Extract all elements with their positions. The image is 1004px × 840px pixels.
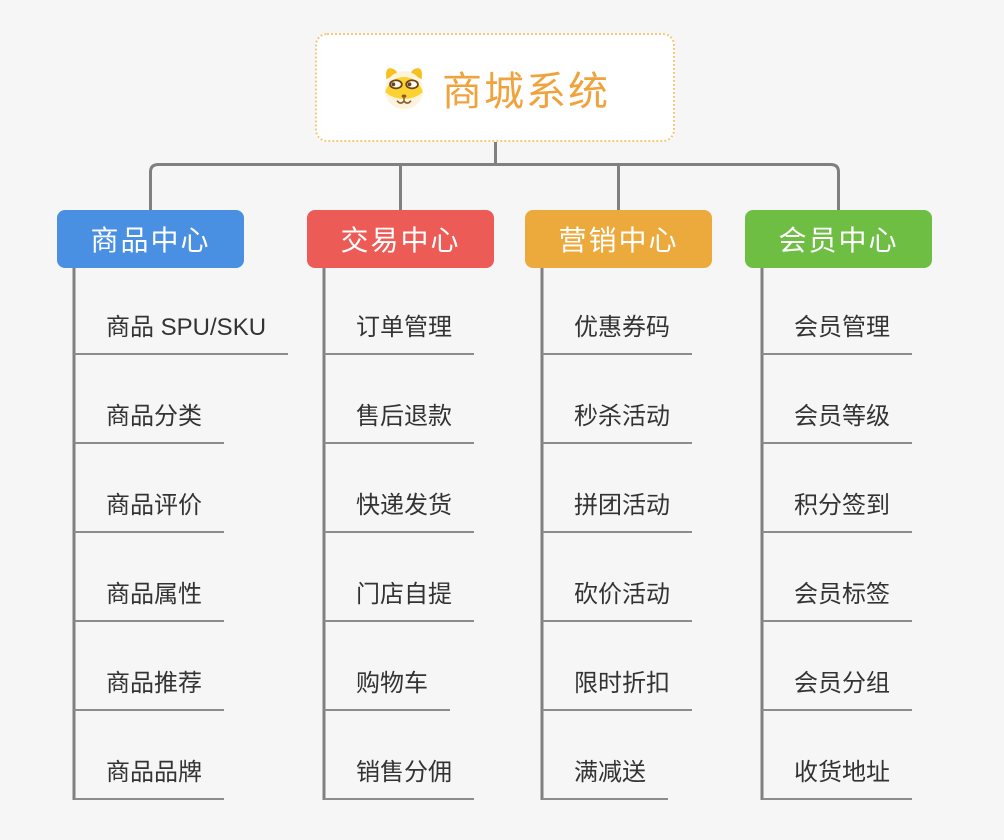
leaf-item[interactable]: 会员分组 <box>762 669 912 711</box>
leaf-item[interactable]: 商品推荐 <box>74 669 224 711</box>
branch-label: 会员中心 <box>778 225 899 256</box>
leaf-item[interactable]: 销售分佣 <box>324 758 474 800</box>
branch-label: 营销中心 <box>558 225 679 256</box>
branch-label: 交易中心 <box>340 225 461 256</box>
leaf-item[interactable]: 会员管理 <box>762 313 912 355</box>
leaf-item[interactable]: 门店自提 <box>324 580 474 622</box>
leaf-item[interactable]: 会员等级 <box>762 402 912 444</box>
branch-node-member-center[interactable]: 会员中心 <box>745 210 932 268</box>
leaf-item[interactable]: 购物车 <box>324 669 450 711</box>
leaf-item[interactable]: 商品评价 <box>74 491 224 533</box>
leaf-item[interactable]: 商品 SPU/SKU <box>74 313 289 355</box>
leaf-item[interactable]: 商品品牌 <box>74 758 224 800</box>
branch-node-marketing-center[interactable]: 营销中心 <box>525 210 712 268</box>
leaf-item[interactable]: 限时折扣 <box>542 669 692 711</box>
leaf-item[interactable]: 优惠券码 <box>542 313 692 355</box>
branch-bus-line <box>149 163 840 210</box>
leaf-item[interactable]: 拼团活动 <box>542 491 692 533</box>
leaf-item[interactable]: 商品属性 <box>74 580 224 622</box>
branch-node-trade-center[interactable]: 交易中心 <box>307 210 494 268</box>
leaf-item[interactable]: 满减送 <box>542 758 668 800</box>
leaf-item[interactable]: 会员标签 <box>762 580 912 622</box>
leaf-item[interactable]: 订单管理 <box>324 313 474 355</box>
branch-label: 商品中心 <box>90 225 211 256</box>
branch-node-product-center[interactable]: 商品中心 <box>57 210 244 268</box>
leaf-item[interactable]: 快递发货 <box>324 491 474 533</box>
leaf-item[interactable]: 砍价活动 <box>542 580 692 622</box>
leaf-item[interactable]: 秒杀活动 <box>542 402 692 444</box>
dog-face-icon <box>384 67 424 109</box>
root-node[interactable]: 商城系统 <box>315 33 675 142</box>
leaf-item[interactable]: 售后退款 <box>324 402 474 444</box>
leaf-item[interactable]: 收货地址 <box>762 758 912 800</box>
root-title: 商城系统 <box>442 69 610 114</box>
leaf-item[interactable]: 商品分类 <box>74 402 224 444</box>
leaf-item[interactable]: 积分签到 <box>762 491 912 533</box>
